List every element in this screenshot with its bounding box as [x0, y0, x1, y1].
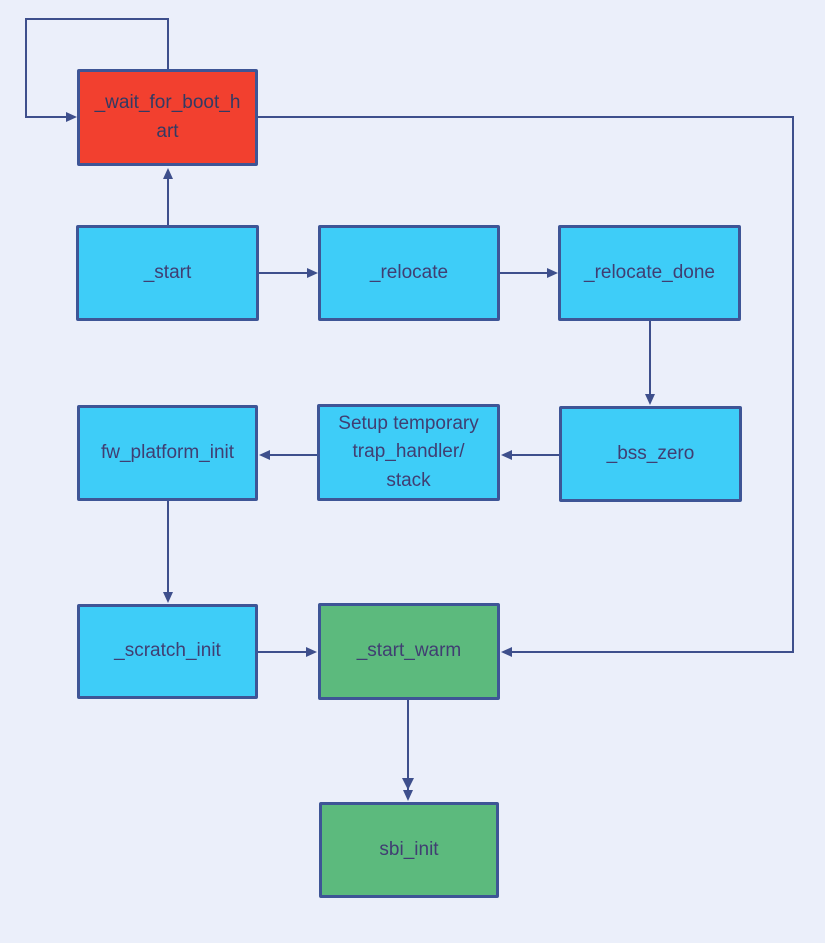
node-scratch-init: _scratch_init: [77, 604, 258, 699]
edge-wait-to-start-warm: [258, 116, 794, 657]
double-arrowhead-icon: [402, 778, 414, 790]
node-sbi-init: sbi_init: [319, 802, 499, 898]
node-relocate-done: _relocate_done: [558, 225, 741, 321]
node-start-warm: _start_warm: [318, 603, 500, 700]
node-label: _bss_zero: [606, 442, 695, 464]
node-fw-platform-init: fw_platform_init: [77, 405, 258, 501]
node-label: _start: [143, 261, 192, 283]
node-label: _relocate: [369, 261, 449, 283]
node-setup-trap-handler: Setup temporary trap_handler/ stack: [317, 404, 500, 501]
edge-wait-self-loop: [25, 18, 169, 122]
node-label: _relocate_done: [584, 261, 715, 283]
node-label: fw_platform_init: [100, 441, 235, 463]
node-label: Setup temporary trap_handler/ stack: [338, 413, 479, 491]
node-label: sbi_init: [379, 838, 439, 860]
node-start: _start: [76, 225, 259, 321]
node-label: _scratch_init: [114, 640, 221, 662]
node-label: _wait_for_boot_hart: [94, 92, 241, 142]
node-bss-zero: _bss_zero: [559, 406, 742, 502]
node-label: _start_warm: [356, 640, 462, 662]
node-relocate: _relocate: [318, 225, 500, 321]
node-wait-for-boot-hart: _wait_for_boot_hart: [77, 69, 258, 166]
